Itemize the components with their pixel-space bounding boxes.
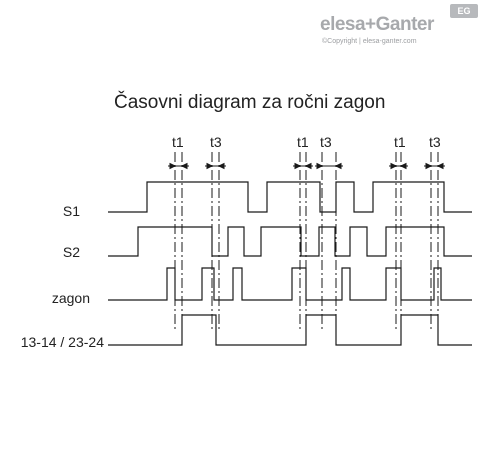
brand-badge: EG: [450, 4, 478, 18]
timing-label-t1-a: t1: [172, 134, 184, 150]
dimension-arrow-t3-c: [424, 162, 445, 170]
signal-label-s2: S2: [62, 244, 80, 260]
waveform-s1: [108, 181, 472, 213]
timing-label-t1-c: t1: [394, 134, 406, 150]
dimension-arrow-t3-a: [205, 162, 226, 170]
waveform-zagon: [108, 267, 472, 301]
signal-label-zagon: zagon: [51, 290, 90, 306]
timing-label-t1-b: t1: [297, 134, 309, 150]
dimension-arrow-t1-a: [168, 162, 189, 170]
dimension-arrow-t1-b: [293, 162, 313, 170]
dimension-arrow-t1-c: [389, 162, 408, 170]
brand-copyright: ©Copyright | elesa-ganter.com: [322, 38, 417, 45]
waveform-s2: [108, 226, 472, 257]
signal-label-s1: S1: [62, 203, 80, 219]
timing-label-t3-a: t3: [210, 134, 222, 150]
timing-label-t3-b: t3: [320, 134, 332, 150]
signal-label-output: 13-14 / 23-24: [20, 334, 104, 350]
timing-label-t3-c: t3: [429, 134, 441, 150]
waveform-output: [108, 314, 472, 346]
diagram-title: Časovni diagram za ročni zagon: [114, 92, 386, 113]
dimension-arrow-t3-b: [315, 162, 343, 170]
brand-logo: elesa+Ganter EG ©Copyright | elesa-gante…: [320, 4, 480, 50]
brand-name: elesa+Ganter: [320, 14, 434, 35]
